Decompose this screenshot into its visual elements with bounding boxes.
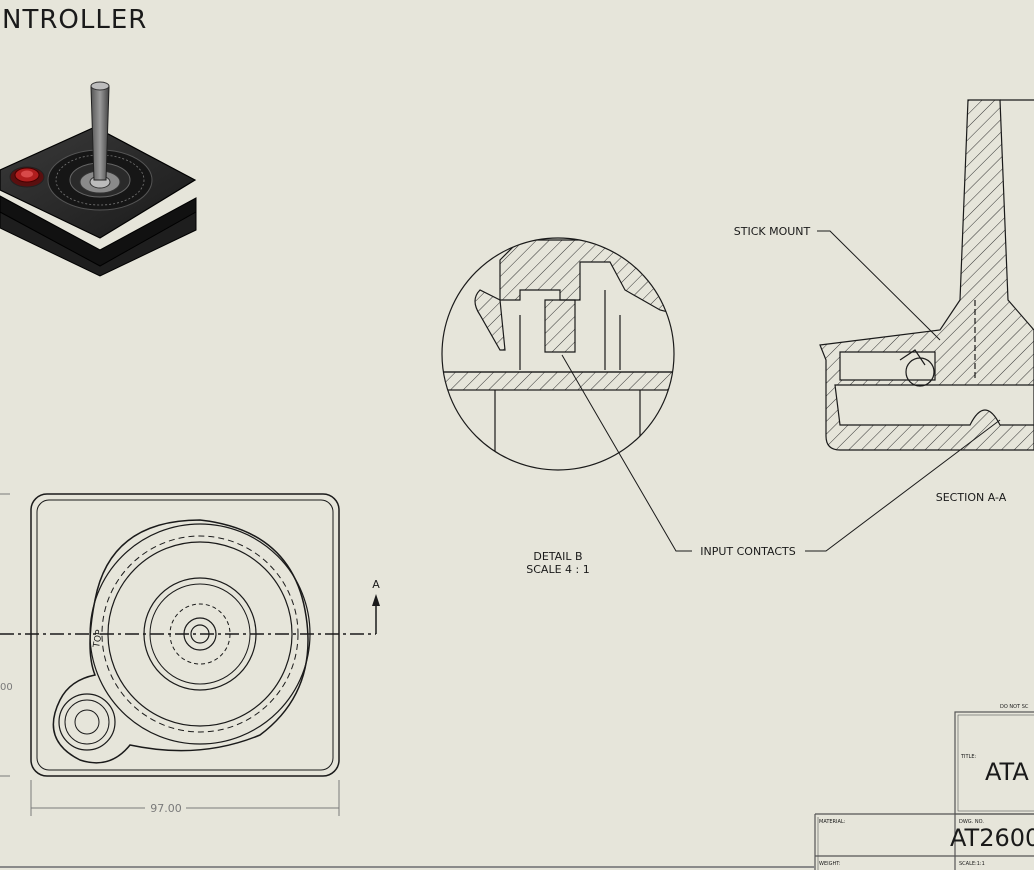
weight-label: WEIGHT: <box>819 861 841 867</box>
material-label: MATERIAL: <box>819 819 846 825</box>
section-a-a-label: SECTION A-A <box>936 491 1007 504</box>
width-dimension-text: 97.00 <box>150 802 182 815</box>
callout-stick-mount: STICK MOUNT <box>734 225 811 238</box>
input-contacts-leader-section <box>805 419 1001 552</box>
height-dimension <box>0 493 10 777</box>
width-dimension <box>30 780 340 816</box>
input-contacts-leader-detail <box>561 354 692 552</box>
title-value: ATA <box>985 758 1029 786</box>
detail-b-label: DETAIL B <box>533 550 582 563</box>
stick-mount-leader <box>817 230 941 341</box>
do-not-scale-label: DO NOT SC <box>1000 704 1029 710</box>
title-field-label: TITLE: <box>960 754 977 760</box>
dwg-no-value: AT2600 <box>950 824 1034 852</box>
dwg-no-label: DWG. NO. <box>959 819 984 825</box>
sheet-title: NTROLLER <box>2 5 147 35</box>
isometric-controller-render <box>0 81 197 277</box>
section-a-a-view <box>819 99 1034 451</box>
scale-label: SCALE:1:1 <box>959 861 985 867</box>
top-view <box>30 493 340 777</box>
height-dimension-text: 00 <box>0 682 13 693</box>
detail-b-scale: SCALE 4 : 1 <box>526 563 589 576</box>
section-arrow-head <box>372 594 380 606</box>
callout-input-contacts: INPUT CONTACTS <box>700 545 796 558</box>
section-marker: A <box>372 578 380 591</box>
title-block <box>814 711 1034 870</box>
